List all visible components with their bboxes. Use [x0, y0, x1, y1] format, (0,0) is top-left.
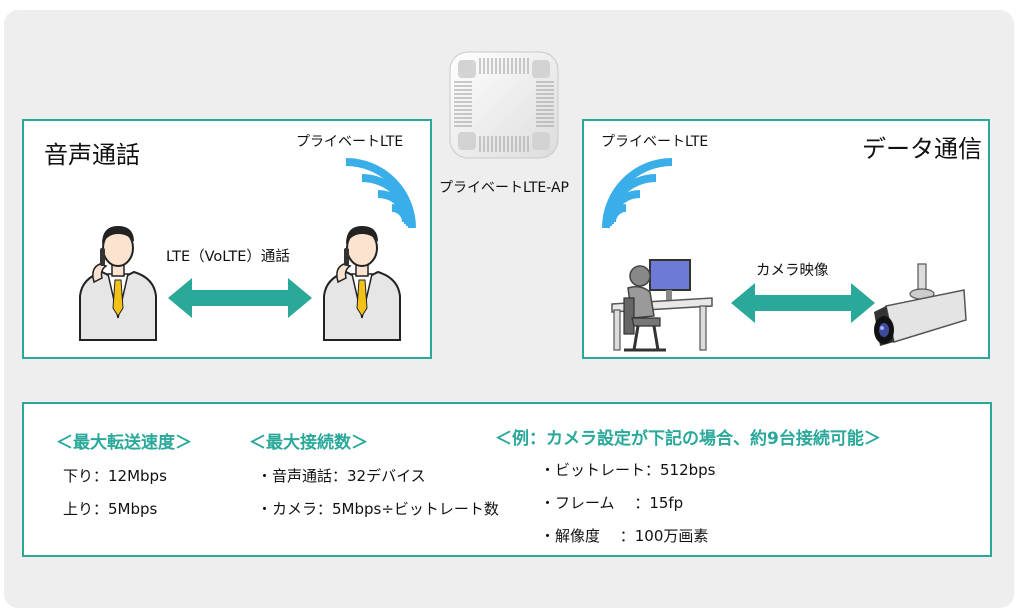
speed-line: 下り：12Mbps — [63, 467, 167, 485]
speed-line: 上り：5Mbps — [63, 500, 158, 518]
lte-access-point-device — [449, 51, 559, 159]
example-line: ・ビットレート：512bps — [540, 461, 716, 479]
example-heading: ＜例：カメラ設定が下記の場合、約9台接続可能＞ — [495, 429, 881, 449]
data-link-label: カメラ映像 — [756, 263, 829, 279]
wireless-signal-icon — [345, 158, 416, 229]
double-arrow-icon — [168, 278, 312, 318]
voice-title: 音声通話 — [44, 141, 140, 169]
speed-heading: ＜最大転送速度＞ — [56, 433, 192, 453]
example-line: ・フレーム ：15fp — [540, 494, 684, 512]
data-title: データ通信 — [862, 135, 982, 163]
ap-label: プライベートLTE-AP — [438, 180, 570, 196]
connections-line: ・音声通話：32デバイス — [257, 467, 426, 485]
person-on-phone-icon — [323, 226, 401, 341]
voice-signal-label: プライベートLTE — [296, 134, 404, 150]
connections-heading: ＜最大接続数＞ — [249, 433, 368, 453]
voice-link-label: LTE（VoLTE）通話 — [166, 249, 290, 265]
data-signal-label: プライベートLTE — [601, 134, 709, 150]
operator-at-desk-icon — [611, 259, 713, 352]
specification-panel — [22, 402, 992, 557]
person-on-phone-icon — [79, 226, 157, 341]
connections-line: ・カメラ：5Mbps÷ビットレート数 — [257, 500, 499, 518]
double-arrow-icon — [731, 283, 875, 323]
security-camera-icon — [874, 263, 967, 346]
wireless-signal-icon — [602, 158, 673, 229]
example-line: ・解像度 ：100万画素 — [540, 527, 709, 545]
